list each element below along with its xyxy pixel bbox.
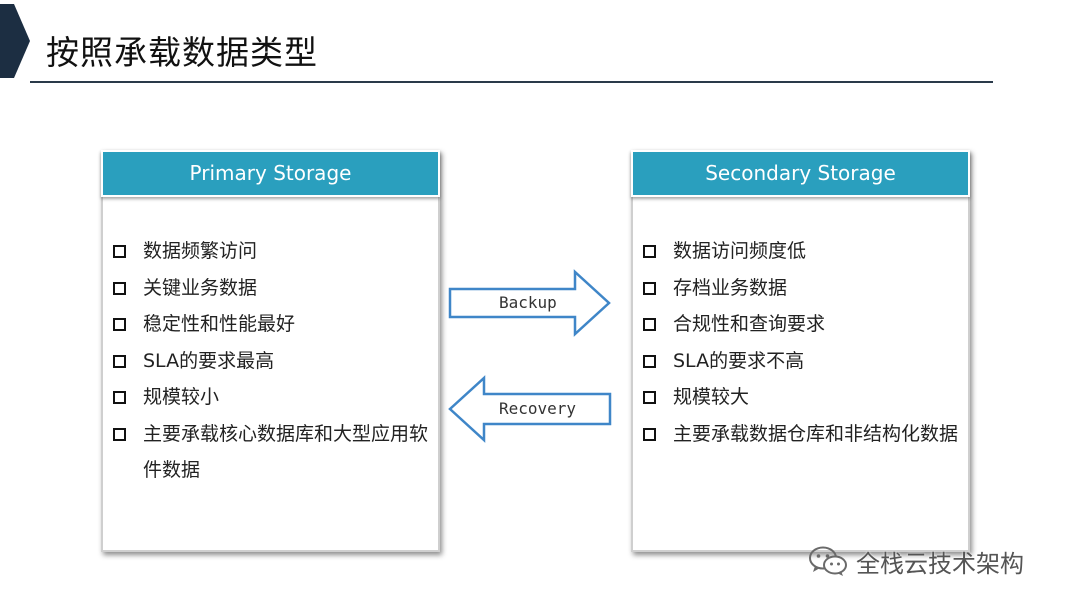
list-item-label: 数据访问频度低 xyxy=(673,240,807,262)
checkbox-bullet-icon xyxy=(113,245,126,258)
list-item: 数据频繁访问 xyxy=(111,233,432,270)
list-item-label: 数据频繁访问 xyxy=(143,240,258,262)
checkbox-bullet-icon xyxy=(113,427,126,441)
list-item: 稳定性和性能最好 xyxy=(111,306,432,343)
list-item-label: 规模较大 xyxy=(673,386,750,408)
checkbox-bullet-icon xyxy=(643,354,656,368)
page-title: 按照承载数据类型 xyxy=(46,33,318,72)
primary-storage-header: Primary Storage xyxy=(101,150,440,197)
checkbox-bullet-icon xyxy=(643,427,656,441)
list-item-label: 关键业务数据 xyxy=(143,276,258,299)
list-item-label: 合规性和查询要求 xyxy=(673,313,826,335)
backup-label: Backup xyxy=(499,293,557,312)
secondary-storage-panel: Secondary Storage 数据访问频度低 存档业务数据 合规性和查询要… xyxy=(631,150,970,552)
checkbox-bullet-icon xyxy=(643,245,656,258)
secondary-storage-header: Secondary Storage xyxy=(631,150,970,197)
list-item: 主要承载数据仓库和非结构化数据 xyxy=(641,416,962,453)
checkbox-bullet-icon xyxy=(643,281,656,295)
list-item: SLA的要求最高 xyxy=(111,343,432,380)
list-item: 存档业务数据 xyxy=(641,270,962,307)
list-item: 主要承载核心数据库和大型应用软件数据 xyxy=(111,416,432,489)
list-item: 规模较小 xyxy=(111,379,432,416)
list-item-label: 存档业务数据 xyxy=(673,276,788,299)
backup-arrow-icon xyxy=(448,269,611,337)
list-item-label: SLA的要求不高 xyxy=(673,349,805,372)
checkbox-bullet-icon xyxy=(113,391,126,404)
list-item: SLA的要求不高 xyxy=(641,343,962,380)
list-item-label: 规模较小 xyxy=(143,386,220,408)
list-item-label: 主要承载核心数据库和大型应用软件数据 xyxy=(143,422,429,482)
recovery-arrow-icon xyxy=(448,375,612,443)
title-divider xyxy=(30,81,993,83)
checkbox-bullet-icon xyxy=(113,354,126,368)
checkbox-bullet-icon xyxy=(113,281,126,295)
list-item-label: 稳定性和性能最好 xyxy=(143,313,296,335)
list-item-label: 主要承载数据仓库和非结构化数据 xyxy=(673,422,959,445)
checkbox-bullet-icon xyxy=(113,318,126,331)
primary-storage-panel: Primary Storage 数据频繁访问 关键业务数据 稳定性和性能最好 S… xyxy=(101,150,440,552)
checkbox-bullet-icon xyxy=(643,318,656,331)
watermark-text: 全栈云技术架构 xyxy=(856,549,1024,578)
list-item-label: SLA的要求最高 xyxy=(143,349,275,372)
list-item: 数据访问频度低 xyxy=(641,233,962,270)
secondary-storage-list: 数据访问频度低 存档业务数据 合规性和查询要求 SLA的要求不高 规模较大 主要… xyxy=(641,233,962,452)
list-item: 关键业务数据 xyxy=(111,270,432,307)
wechat-icon xyxy=(809,546,847,576)
watermark: 全栈云技术架构 xyxy=(808,541,1024,581)
title-chevron-icon xyxy=(0,4,30,78)
checkbox-bullet-icon xyxy=(643,391,656,404)
list-item: 规模较大 xyxy=(641,379,962,416)
list-item: 合规性和查询要求 xyxy=(641,306,962,343)
primary-storage-list: 数据频繁访问 关键业务数据 稳定性和性能最好 SLA的要求最高 规模较小 主要承… xyxy=(111,233,432,489)
recovery-label: Recovery xyxy=(499,399,577,418)
